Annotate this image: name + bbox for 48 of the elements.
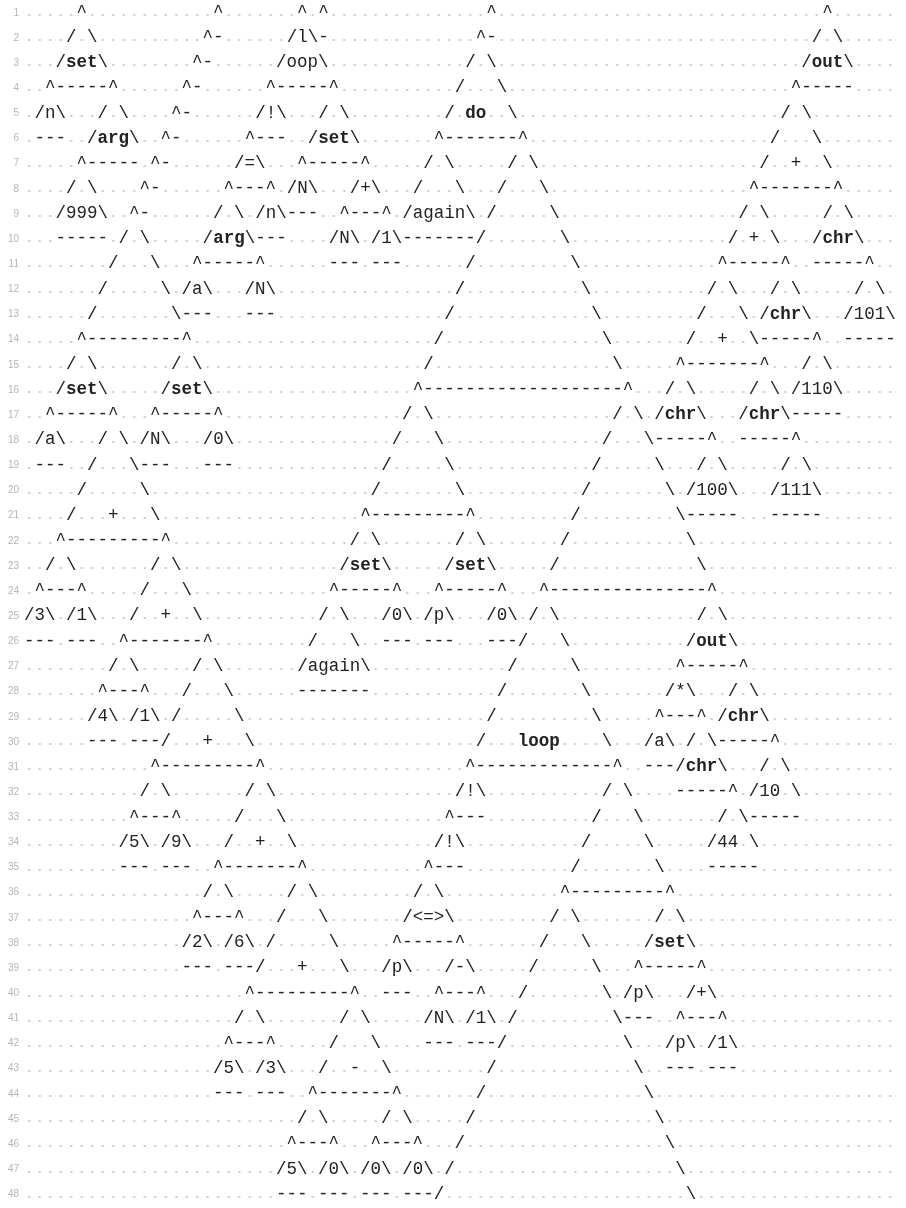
line-number: 45 xyxy=(6,1113,20,1124)
line-number: 38 xyxy=(6,937,20,948)
line-number: 2 xyxy=(12,32,20,43)
line-number: 16 xyxy=(6,384,20,395)
line-number: 46 xyxy=(6,1138,20,1149)
line-number: 3 xyxy=(12,57,20,68)
line-number: 9 xyxy=(12,208,20,219)
line-number: 29 xyxy=(6,711,20,722)
line-number: 28 xyxy=(6,686,20,697)
line-number: 27 xyxy=(6,661,20,672)
line-number: 37 xyxy=(6,912,20,923)
line-number: 1 xyxy=(12,7,20,18)
line-number: 26 xyxy=(6,636,20,647)
line-number: 6 xyxy=(12,133,20,144)
line-number: 33 xyxy=(6,812,20,823)
line-number: 14 xyxy=(6,334,20,345)
line-number: 23 xyxy=(6,560,20,571)
line-number: 41 xyxy=(6,1013,20,1024)
line-number: 19 xyxy=(6,460,20,471)
line-number: 47 xyxy=(6,1164,20,1175)
line-number: 15 xyxy=(6,359,20,370)
line-number: 34 xyxy=(6,837,20,848)
line-number: 39 xyxy=(6,962,20,973)
line-number: 7 xyxy=(12,158,20,169)
line-number: 18 xyxy=(6,434,20,445)
line-number: 25 xyxy=(6,610,20,621)
line-number: 13 xyxy=(6,309,20,320)
line-number: 20 xyxy=(6,485,20,496)
line-number: 24 xyxy=(6,585,20,596)
line-number: 36 xyxy=(6,887,20,898)
line-number: 30 xyxy=(6,736,20,747)
line-number: 31 xyxy=(6,761,20,772)
line-number: 43 xyxy=(6,1063,20,1074)
line-number: 5 xyxy=(12,108,20,119)
line-number: 4 xyxy=(12,83,20,93)
line-number: 35 xyxy=(6,862,20,873)
line-number: 48 xyxy=(6,1189,20,1200)
line-number: 21 xyxy=(6,510,20,521)
line-number: 40 xyxy=(6,988,20,999)
line-number: 42 xyxy=(6,1038,20,1049)
line-number: 8 xyxy=(12,183,20,194)
line-number: 44 xyxy=(6,1088,20,1099)
line-number: 22 xyxy=(6,535,20,546)
line-number: 12 xyxy=(6,284,20,295)
line-number: 32 xyxy=(6,786,20,797)
line-number: 10 xyxy=(6,233,20,244)
line-number: 17 xyxy=(6,409,20,420)
line-number: 11 xyxy=(7,258,20,269)
